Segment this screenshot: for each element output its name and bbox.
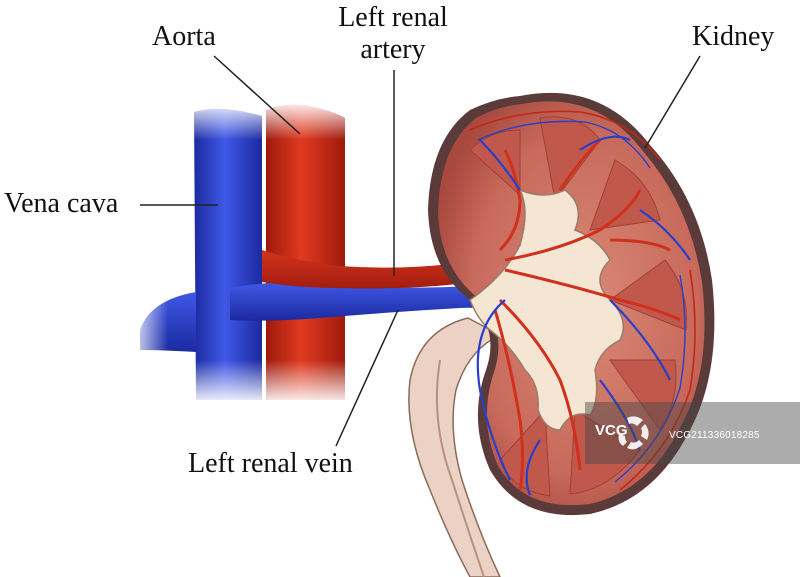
vcg-logo-icon bbox=[618, 416, 649, 450]
label-vena-cava: Vena cava bbox=[4, 188, 119, 219]
left-renal-vein-vessel bbox=[230, 282, 520, 321]
watermark-id: VCG211336018285 bbox=[669, 430, 760, 441]
leader-lines bbox=[140, 55, 701, 447]
ureter bbox=[408, 317, 502, 577]
aorta-vessel bbox=[266, 104, 345, 400]
aorta-leader bbox=[213, 55, 301, 135]
kidney-organ bbox=[428, 92, 715, 516]
kidney-leader bbox=[644, 55, 701, 149]
label-aorta: Aorta bbox=[152, 21, 216, 52]
watermark-brand: VCG bbox=[595, 422, 628, 439]
left-renal-vein-leader bbox=[335, 309, 399, 447]
label-left-renal-vein: Left renal vein bbox=[188, 448, 353, 479]
watermark: VCG VCG211336018285 bbox=[585, 402, 800, 464]
label-kidney: Kidney bbox=[692, 21, 775, 52]
label-left-renal-artery: Left renal artery bbox=[338, 2, 448, 65]
